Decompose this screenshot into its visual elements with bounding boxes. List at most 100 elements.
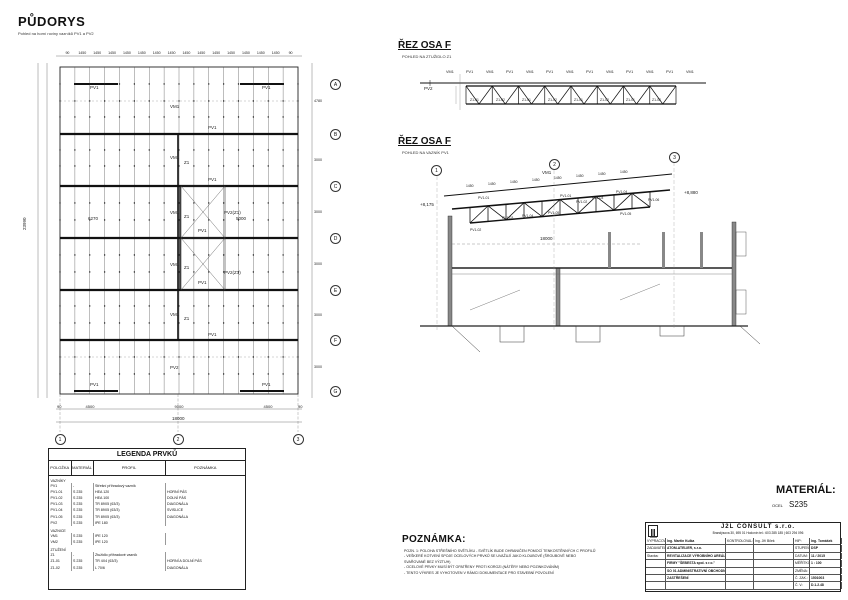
title-block-key xyxy=(726,552,754,560)
section1-diagonal xyxy=(491,85,506,105)
plan-joint xyxy=(148,202,150,204)
legend-cell: S 235 xyxy=(71,507,94,514)
plan-total-dim: 18000 xyxy=(172,416,185,421)
plan-joint xyxy=(282,165,284,167)
plan-joint xyxy=(237,149,240,151)
title-block-row: SO 01 ADMINISTRATIVNÍ OBCHODNÍ BUDOVAZMĚ… xyxy=(646,567,842,575)
plan-joint xyxy=(148,254,150,256)
section1-diag-label: Z1-01 xyxy=(574,98,583,102)
section2-diagonal xyxy=(541,199,561,217)
legend-cell: S 235 xyxy=(71,564,94,571)
title-block-key: Stavba: xyxy=(646,552,666,560)
grid-row-bubble: B xyxy=(330,129,341,140)
title-block-row: VYPRACOVAL:Ing. Martin KulkaKONTROLOVAL:… xyxy=(646,538,842,546)
notes-line: SVAŘOVANÉ BEZ VÝZTUH) xyxy=(404,559,451,564)
plan-joint xyxy=(178,83,180,85)
plan-joint xyxy=(103,219,106,221)
plan-joint xyxy=(103,271,106,273)
section2-diagonal xyxy=(631,192,651,208)
plan-joint xyxy=(59,149,61,151)
legend-cell: DIAGONÁLA xyxy=(167,502,188,507)
legend-cell: S 235 xyxy=(71,488,94,495)
plan-joint xyxy=(222,254,225,256)
legend-group-row: VAZNÍKY xyxy=(49,475,245,483)
title-block-value: SO 01 ADMINISTRATIVNÍ OBCHODNÍ BUDOVA xyxy=(667,567,726,574)
plan-joint xyxy=(59,305,61,307)
title-block-key xyxy=(726,575,754,582)
plan-row-dim: 4780 xyxy=(314,98,322,103)
plan-title: PŮDORYS xyxy=(18,14,86,29)
plan-joint xyxy=(222,305,225,307)
plan-joint xyxy=(222,202,225,204)
plan-joint xyxy=(297,271,299,273)
plan-joint xyxy=(193,83,195,85)
plan-label-pv1-b: PV1 xyxy=(262,85,271,90)
section1-member-label: PV1 xyxy=(626,70,634,74)
plan-joint xyxy=(89,322,91,324)
plan-top-dim: 1450 xyxy=(93,51,102,55)
plan-joint xyxy=(178,373,180,375)
plan-joint xyxy=(118,202,121,204)
plan-joint xyxy=(74,322,76,324)
plan-joint xyxy=(252,149,255,151)
plan-joint xyxy=(252,83,255,85)
plan-joint xyxy=(89,149,91,151)
plan-joint xyxy=(118,219,121,221)
plan-joint xyxy=(118,271,121,273)
section1-member-label: VM1 xyxy=(446,70,454,74)
plan-joint xyxy=(148,100,150,102)
plan-joint xyxy=(133,219,136,221)
plan-joint xyxy=(237,356,240,358)
legend-title: LEGENDA PRVKŮ xyxy=(49,449,245,461)
section2-member-label: PV1-05 xyxy=(548,211,560,215)
legend-cell: S 235 xyxy=(71,513,94,520)
plan-joint xyxy=(208,165,210,167)
plan-joint xyxy=(208,202,210,204)
title-block-value: 1 : 100 xyxy=(810,560,842,567)
section2-diagonal xyxy=(469,205,489,224)
plan-joint xyxy=(267,149,269,151)
plan-row-dim: 3000 xyxy=(314,365,322,369)
plan-label-vm1-e: VM1 xyxy=(170,312,180,317)
plan-top-dim: 1450 xyxy=(197,51,206,55)
legend-cell: HORNÍ PÁS xyxy=(167,489,187,494)
plan-joint xyxy=(252,100,255,102)
plan-joint xyxy=(282,373,284,375)
plan-joint xyxy=(267,322,269,324)
plan-joint xyxy=(252,356,255,358)
notes-title: POZNÁMKA: xyxy=(402,534,466,545)
plan-joint xyxy=(133,100,136,102)
plan-joint xyxy=(59,165,61,167)
section2-diagonal xyxy=(595,196,615,211)
section1-diagonal xyxy=(596,85,611,105)
section1-member-label: VM1 xyxy=(606,70,614,74)
section1-member-label: VM1 xyxy=(646,70,654,74)
plan-subtitle: Pohled na horní roviny vazníků PV1 a PV2 xyxy=(18,31,94,36)
plan-joint xyxy=(59,100,61,102)
plan-joint xyxy=(89,254,91,256)
legend-cell: IPE 120 xyxy=(93,539,166,546)
plan-joint xyxy=(178,356,180,358)
section2-top-dim: 1450 xyxy=(620,170,628,174)
plan-joint xyxy=(178,322,180,324)
plan-row-dim: 3000 xyxy=(314,210,322,214)
section2-member-label: PV1-01 xyxy=(560,194,572,198)
grid-col-bubble: 2 xyxy=(172,434,184,445)
legend-grid: POLOŽKA MATERIÁL PROFIL POZNÁMKA VAZNÍKY… xyxy=(49,461,245,571)
plan-row-dim: 3000 xyxy=(314,158,322,162)
plan-joint xyxy=(297,83,299,85)
legend-group-label: VAZNÍKY xyxy=(50,478,66,483)
title-block-key xyxy=(646,567,666,574)
section1-member-label: PV1 xyxy=(506,70,514,74)
section2-top-dim: 1450 xyxy=(488,182,496,186)
plan-joint xyxy=(282,116,284,118)
section1-member-label: PV1 xyxy=(666,70,674,74)
plan-joint xyxy=(178,271,180,273)
plan-joint xyxy=(74,165,76,167)
title-block-key: HIP: xyxy=(794,538,810,545)
title-block-value: DSP xyxy=(810,545,842,552)
plan-top-dim: 1450 xyxy=(182,51,191,55)
plan-joint xyxy=(163,202,165,204)
